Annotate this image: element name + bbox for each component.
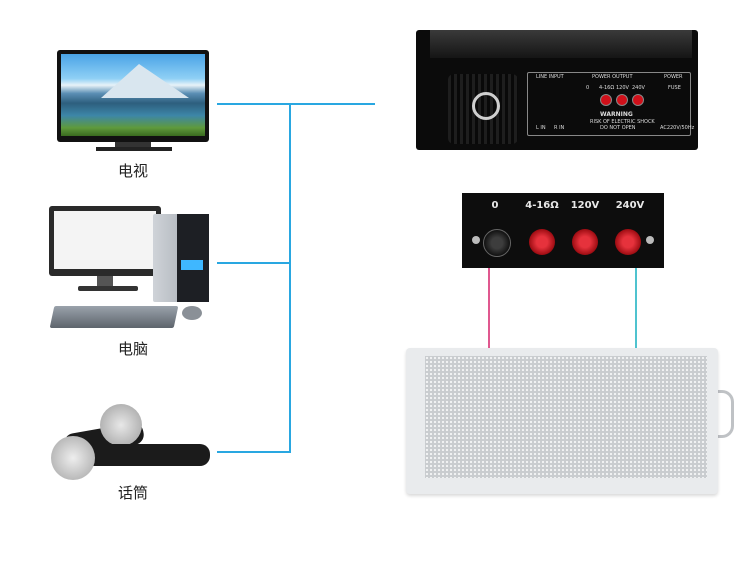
wire-microphone — [217, 451, 290, 453]
r-in-label: R IN — [554, 125, 565, 131]
warning-line-2: DO NOT OPEN — [600, 125, 636, 131]
microphone-label: 话筒 — [117, 484, 148, 502]
monitor-neck — [97, 276, 113, 286]
wire-computer — [217, 262, 290, 264]
monitor-screen — [54, 211, 156, 269]
amp-terminal-4-16 — [600, 94, 612, 106]
line-input-label: LINE INPUT — [536, 74, 564, 80]
ac-label: AC220V/50Hz — [660, 125, 695, 131]
amp-terminal-240 — [632, 94, 644, 106]
terminal-post-0 — [483, 229, 511, 257]
mouse-icon — [182, 306, 202, 320]
amplifier-top — [430, 30, 692, 58]
terminal-label-4-16: 4-16Ω — [525, 200, 559, 211]
tv-icon — [61, 54, 205, 136]
amp-terminal-120 — [616, 94, 628, 106]
tower-display — [181, 260, 203, 270]
fuse-label: FUSE — [668, 85, 681, 91]
monitor-base — [78, 286, 138, 291]
warning-title: WARNING — [600, 111, 633, 118]
computer-label: 电脑 — [117, 340, 148, 358]
speaker-bracket — [713, 390, 734, 438]
screw-icon — [472, 236, 480, 244]
speaker-wire-pink — [488, 268, 490, 354]
power-label: POWER — [664, 74, 683, 80]
speaker-grille — [425, 356, 707, 478]
tower-front — [177, 214, 209, 302]
terminal-post-240 — [615, 229, 641, 255]
terminal-label-0: 0 — [491, 200, 499, 211]
power-output-label: POWER OUTPUT — [592, 74, 633, 80]
keyboard-icon — [49, 306, 179, 328]
terminal-label-120: 120V — [570, 200, 600, 211]
screw-icon — [646, 236, 654, 244]
tv-base — [96, 147, 172, 151]
out-4-16-label: 4-16Ω — [599, 85, 615, 91]
terminal-label-240: 240V — [615, 200, 645, 211]
tv-stand — [115, 142, 151, 147]
wire-trunk-to-amp — [289, 103, 375, 105]
out-240-label: 240V — [632, 85, 645, 91]
speaker-wire-cyan — [635, 268, 637, 354]
microphone-icon — [100, 404, 142, 446]
mountain-graphic — [101, 64, 189, 98]
out-0-label: 0 — [586, 85, 590, 91]
l-in-label: L IN — [536, 125, 546, 131]
microphone-icon — [51, 436, 95, 480]
warning-line-1: RISK OF ELECTRIC SHOCK — [590, 119, 655, 125]
wire-tv — [217, 103, 290, 105]
terminal-post-4-16 — [529, 229, 555, 255]
wire-bus-vertical — [289, 103, 291, 453]
out-120-label: 120V — [616, 85, 629, 91]
terminal-post-120 — [572, 229, 598, 255]
rear-panel: LINE INPUT POWER OUTPUT POWER 0 4-16Ω 12… — [527, 72, 695, 136]
microphone-handle — [84, 444, 210, 466]
tv-label: 电视 — [117, 162, 148, 180]
fan-hub — [472, 92, 500, 120]
